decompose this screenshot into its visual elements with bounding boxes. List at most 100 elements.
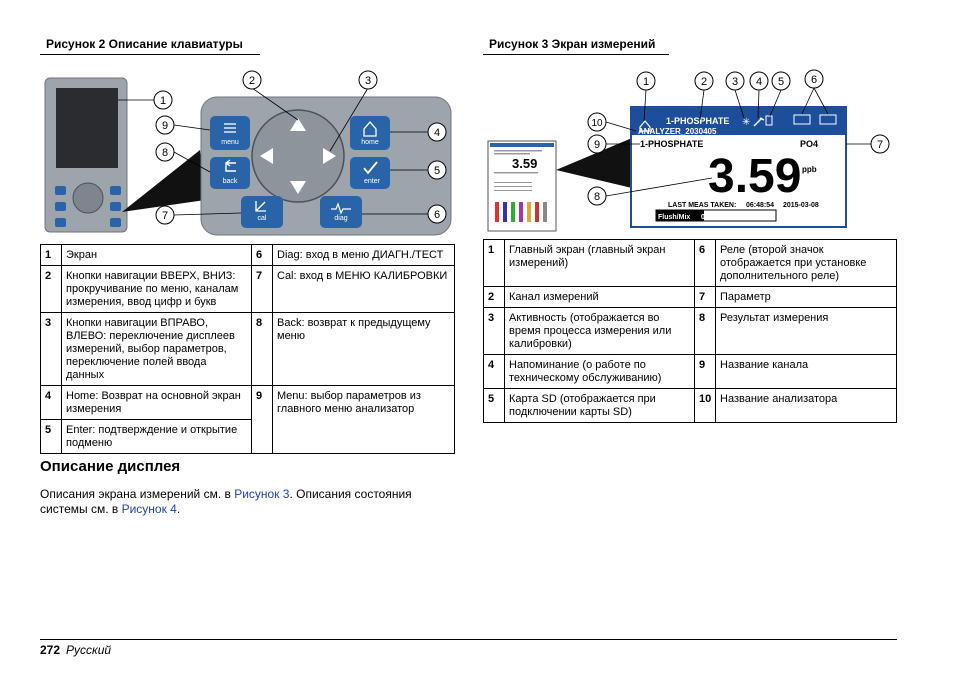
svg-text:3: 3 xyxy=(365,75,371,87)
callout-7: 7 xyxy=(870,134,890,154)
table-row: 1 Экран 6 Diag: вход в меню ДИАГН./ТЕСТ xyxy=(40,244,455,266)
row-text: Diag: вход в меню ДИАГН./ТЕСТ xyxy=(272,244,455,266)
arrow-left-icon[interactable] xyxy=(260,148,273,164)
row-text: Enter: подтверждение и открытие подменю xyxy=(61,419,252,454)
arrow-down-icon[interactable] xyxy=(290,181,306,194)
nav-ring xyxy=(251,109,345,203)
status-time: 0.2 min xyxy=(701,214,725,221)
row-number: 8 xyxy=(251,312,273,386)
row-text: Кнопки навигации ВВЕРХ, ВНИЗ: прокручива… xyxy=(61,265,252,313)
mini-value: 3.59 xyxy=(512,156,537,171)
callout-5: 5 xyxy=(427,160,447,180)
table-row: 2 Кнопки навигации ВВЕРХ, ВНИЗ: прокручи… xyxy=(40,265,455,313)
back-icon xyxy=(225,159,236,172)
mini-back-key xyxy=(55,202,66,211)
callout-2: 2 xyxy=(242,70,262,90)
cal-icon xyxy=(255,201,266,212)
paragraph-text: . xyxy=(176,502,181,516)
home-icon xyxy=(363,121,377,137)
callout-1: 1 xyxy=(636,71,656,91)
callout-1: 1 xyxy=(153,90,173,110)
row-text: Название анализатора xyxy=(715,388,897,423)
leader-lines xyxy=(118,87,428,216)
leader-lines xyxy=(605,87,871,197)
paragraph-text: Описания экрана измерений см. в xyxy=(40,487,235,501)
table-row: 4 Home: Возврат на основной экран измере… xyxy=(40,385,455,454)
row-number: 10 xyxy=(694,388,716,423)
arrow-up-icon[interactable] xyxy=(290,118,306,131)
row-text: Экран xyxy=(61,244,252,266)
row-text: Главный экран (главный экран измерений) xyxy=(504,239,695,287)
row-text: Канал измерений xyxy=(504,286,695,308)
callout-7: 7 xyxy=(155,205,175,225)
row-number: 3 xyxy=(40,312,62,386)
row-number: 5 xyxy=(40,419,62,454)
table-row: 3 Активность (отображается во время проц… xyxy=(483,307,897,355)
wrench-icon xyxy=(753,117,765,127)
callout-9: 9 xyxy=(155,115,175,135)
row-text: Напоминание (о работе по техническому об… xyxy=(504,354,695,389)
mini-text-lines xyxy=(494,150,542,191)
svg-text:1: 1 xyxy=(160,95,166,107)
row-text: Реле (второй значок отображается при уст… xyxy=(715,239,897,287)
parameter-name: PO4 xyxy=(800,139,818,149)
svg-text:7: 7 xyxy=(162,210,168,222)
table-row: 5 Карта SD (отображается при подключении… xyxy=(483,388,897,423)
footer-language: Русский xyxy=(66,643,112,657)
diag-label: diag xyxy=(334,215,347,222)
paragraph-text: . Описания состояния системы см. в xyxy=(40,487,412,516)
diag-icon xyxy=(331,202,351,215)
table-row: 3 Кнопки навигации ВПРАВО, ВЛЕВО: перекл… xyxy=(40,312,455,386)
row-text: Home: Возврат на основной экран измерени… xyxy=(61,385,252,420)
table-row: 4 Напоминание (о работе по техническому … xyxy=(483,354,897,389)
arrow-right-icon[interactable] xyxy=(323,148,336,164)
table-row: 1 Главный экран (главный экран измерений… xyxy=(483,239,897,287)
diag-button[interactable]: diag xyxy=(320,196,362,228)
mini-cal-key xyxy=(55,218,66,227)
last-meas-time: 06:48:54 xyxy=(746,202,774,209)
relay-icon xyxy=(793,114,811,125)
svg-text:3: 3 xyxy=(732,76,738,88)
mini-header xyxy=(490,143,554,147)
measurement-unit: ppb xyxy=(802,165,817,174)
parameter-label: 1-PHOSPHATE xyxy=(640,139,703,149)
zoom-wedge xyxy=(556,138,632,188)
callout-8: 8 xyxy=(155,142,175,162)
row-text: Cal: вход в МЕНЮ КАЛИБРОВКИ xyxy=(272,265,455,313)
link-figure-3[interactable]: Рисунок 3 xyxy=(234,487,290,501)
svg-text:9: 9 xyxy=(162,120,168,132)
mini-enter-key xyxy=(110,202,121,211)
row-number: 7 xyxy=(251,265,273,313)
enter-label: enter xyxy=(364,178,381,185)
row-number: 9 xyxy=(694,354,716,389)
home-button[interactable]: home xyxy=(350,116,390,150)
svg-text:5: 5 xyxy=(778,76,784,88)
callout-4: 4 xyxy=(749,71,769,91)
svg-text:2: 2 xyxy=(701,76,707,88)
link-figure-4[interactable]: Рисунок 4 xyxy=(121,502,177,516)
mini-home-key xyxy=(110,186,121,195)
mini-bars xyxy=(495,202,547,222)
keypad-illustration: menu back home enter cal diag xyxy=(44,70,452,236)
row-text: Параметр xyxy=(715,286,897,308)
figure-2-title: Рисунок 2 Описание клавиатуры xyxy=(46,37,243,51)
enter-button[interactable]: enter xyxy=(350,157,390,189)
row-number: 4 xyxy=(40,385,62,420)
back-button[interactable]: back xyxy=(210,157,250,189)
callout-2: 2 xyxy=(694,71,714,91)
callout-3: 3 xyxy=(725,71,745,91)
row-text: Активность (отображается во время процес… xyxy=(504,307,695,355)
figure-3-title: Рисунок 3 Экран измерений xyxy=(489,37,656,51)
cal-button[interactable]: cal xyxy=(241,196,283,228)
callout-3: 3 xyxy=(358,70,378,90)
cal-label: cal xyxy=(258,215,267,222)
svg-text:2: 2 xyxy=(249,75,255,87)
home-icon xyxy=(639,120,651,132)
callout-5: 5 xyxy=(771,71,791,91)
zoom-wedge xyxy=(122,150,205,212)
mini-diag-key xyxy=(110,218,121,227)
callout-6: 6 xyxy=(804,69,824,89)
measurement-screen-illustration: 3.59 1-PHOSPHATE ANALYZER_2030405 ✳ 1-PH… xyxy=(487,69,890,232)
row-text: Результат измерения xyxy=(715,307,897,355)
menu-button[interactable]: menu xyxy=(210,116,250,150)
